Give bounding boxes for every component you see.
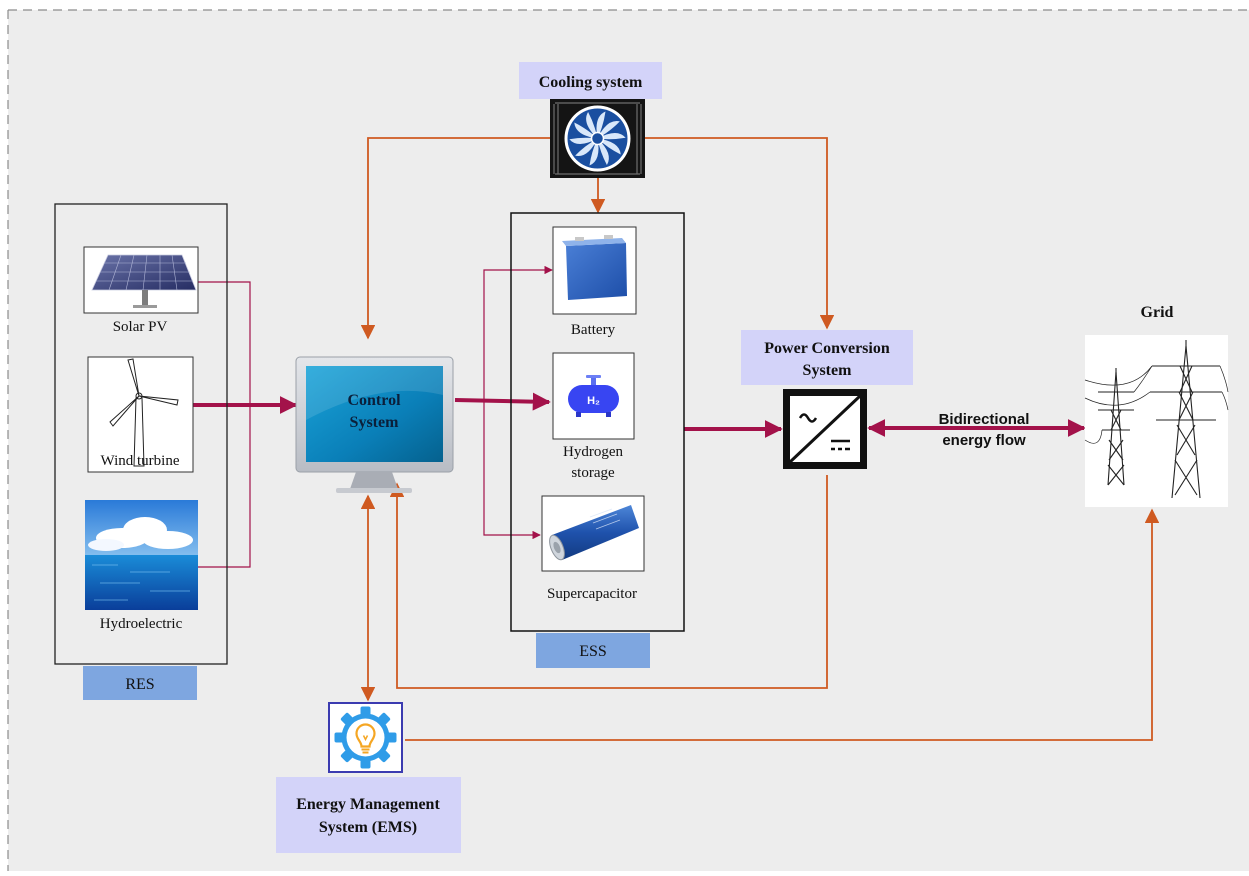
res-label: RES bbox=[125, 676, 154, 693]
battery-item: Battery bbox=[552, 226, 637, 338]
transmission-tower-icon bbox=[1084, 340, 1229, 499]
inverter-icon bbox=[783, 389, 867, 469]
cooling-system: Cooling system bbox=[519, 62, 662, 178]
ems-label-line1: Energy Management bbox=[296, 796, 440, 813]
cooling-to-pcs-line bbox=[645, 137, 835, 330]
battery-icon bbox=[562, 235, 627, 300]
wind-turbine-label: Wind turbine bbox=[101, 453, 180, 469]
control-label-line2: System bbox=[350, 414, 400, 431]
flow-label-line2: energy flow bbox=[942, 432, 1026, 449]
ess-label: ESS bbox=[579, 643, 607, 660]
control-system: Control System bbox=[295, 356, 454, 493]
hydrogen-label-line1: Hydrogen bbox=[563, 444, 623, 460]
hydroelectric-item: Hydroelectric bbox=[85, 500, 198, 632]
res-label-box bbox=[83, 666, 197, 700]
ess-group: Battery H₂ Hydrogen storage bbox=[510, 212, 685, 668]
supercapacitor-item: Supercapacitor bbox=[541, 495, 645, 602]
flow-label-line1: Bidirectional bbox=[939, 411, 1030, 428]
solar-pv-item: Solar PV bbox=[83, 246, 199, 335]
supercapacitor-label: Supercapacitor bbox=[547, 586, 637, 602]
supercapacitor-icon bbox=[549, 505, 639, 561]
res-group: Solar PV Wind turbine bbox=[54, 203, 228, 700]
pcs-label-box bbox=[741, 330, 913, 385]
hydrogen-label-line2: storage bbox=[571, 465, 615, 481]
grid-label: Grid bbox=[1141, 304, 1174, 321]
cooling-to-control-line bbox=[360, 137, 550, 340]
ocean-water-icon bbox=[85, 500, 198, 610]
battery-label: Battery bbox=[571, 322, 616, 338]
wind-turbine-item: Wind turbine bbox=[87, 356, 194, 473]
hydrogen-item: H₂ Hydrogen storage bbox=[552, 352, 635, 481]
gear-lightbulb-icon bbox=[328, 702, 403, 773]
ess-distribution-lines bbox=[483, 265, 553, 540]
pcs-label-line1: Power Conversion bbox=[764, 340, 890, 357]
res-collector-lines bbox=[198, 281, 251, 568]
fan-icon bbox=[550, 99, 645, 178]
ems-label-box bbox=[276, 777, 461, 853]
wind-turbine-icon bbox=[109, 358, 179, 467]
ess-label-box bbox=[536, 633, 650, 668]
control-to-ess-arrow bbox=[454, 392, 551, 411]
pcs-label-line2: System bbox=[803, 362, 853, 379]
ems: Energy Management System (EMS) bbox=[276, 702, 461, 853]
power-arrows bbox=[193, 392, 1086, 438]
control-label-line1: Control bbox=[347, 392, 401, 409]
solar-panel-icon bbox=[91, 254, 197, 308]
control-lines bbox=[360, 137, 1160, 741]
grid: Grid bbox=[1084, 304, 1229, 507]
cooling-label-box bbox=[519, 62, 662, 99]
power-conversion-system: Power Conversion System bbox=[741, 330, 913, 469]
hydrogen-tank-text: H₂ bbox=[587, 395, 600, 407]
ems-label-line2: System (EMS) bbox=[319, 819, 417, 836]
pcs-to-control-line bbox=[389, 475, 828, 689]
grid-image-frame bbox=[1085, 335, 1228, 507]
res-group-box bbox=[54, 203, 228, 665]
solar-pv-label: Solar PV bbox=[113, 319, 168, 335]
ess-group-box bbox=[510, 212, 685, 632]
cooling-label: Cooling system bbox=[539, 74, 643, 91]
computer-monitor-icon bbox=[295, 356, 454, 493]
ems-to-grid-line bbox=[405, 508, 1160, 741]
hydroelectric-label: Hydroelectric bbox=[100, 616, 183, 632]
hydrogen-tank-icon: H₂ bbox=[568, 375, 619, 417]
